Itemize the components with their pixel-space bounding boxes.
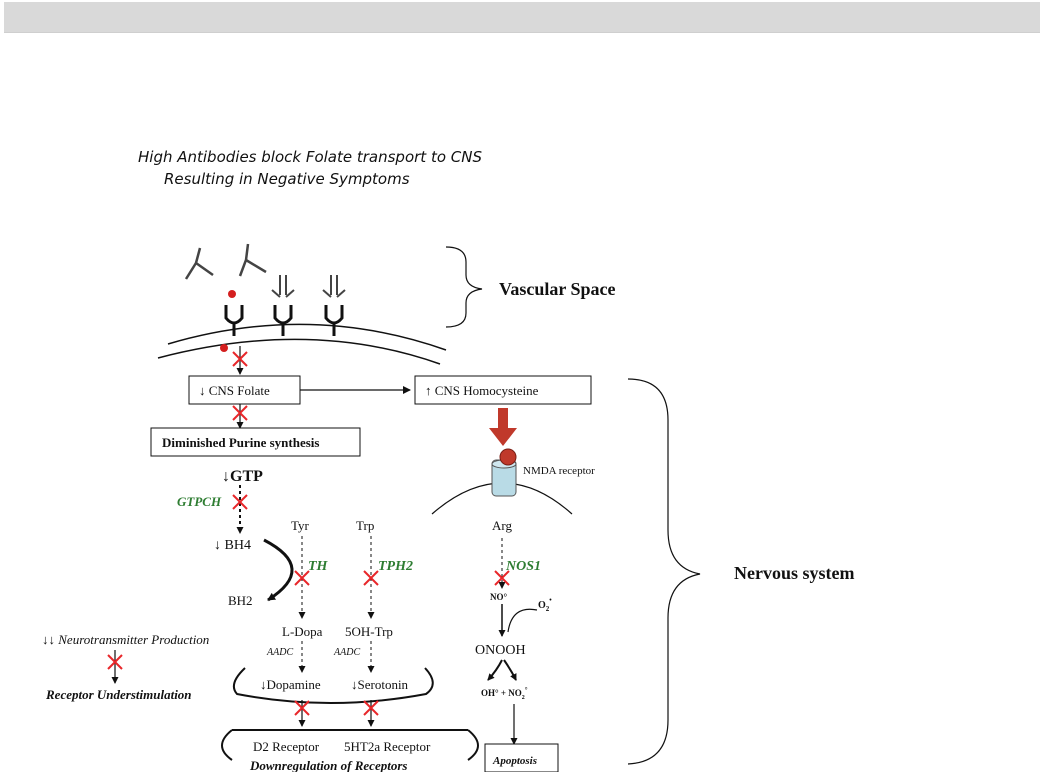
bh4-label: ↓ BH4	[214, 538, 251, 553]
ldopa-label: L-Dopa	[282, 624, 323, 639]
5oh-trp-label: 5OH-Trp	[345, 624, 393, 639]
gtpch-label: GTPCH	[177, 494, 222, 509]
aadc-label-1: AADC	[266, 647, 293, 658]
free-antibody-icon	[184, 247, 214, 280]
block-x-icon	[107, 654, 123, 670]
page-title-line1: High Antibodies block Folate transport t…	[138, 148, 482, 166]
nos1-enzyme-label: NOS1	[505, 559, 541, 574]
neurotransmitter-label: ↓↓ Neurotransmitter Production	[42, 632, 209, 647]
onooh-split-arrow	[487, 659, 503, 681]
superoxide-label: O2•	[538, 596, 552, 613]
postsynaptic-terminal	[221, 729, 479, 761]
gtp-label: ↓GTP	[222, 468, 263, 485]
block-x-icon	[294, 700, 310, 716]
onooh-split-arrow	[503, 659, 517, 681]
th-enzyme-label: TH	[308, 559, 329, 574]
title-bar	[4, 2, 1040, 33]
d2-receptor-label: D2 Receptor	[253, 739, 320, 754]
serotonin-label: ↓Serotonin	[351, 677, 409, 692]
bh2-label: BH2	[228, 593, 253, 608]
vascular-brace	[445, 246, 483, 328]
block-x-icon	[232, 405, 248, 421]
bh4-bh2-curve	[263, 538, 294, 602]
trp-label: Trp	[356, 518, 374, 533]
oh-no2-label: OH° + NO2°	[481, 686, 528, 701]
page-title-line2: Resulting in Negative Symptoms	[164, 170, 410, 188]
block-x-icon	[232, 351, 248, 367]
nervous-system-brace	[627, 378, 701, 765]
understimulation-label: Receptor Understimulation	[45, 687, 192, 702]
apoptosis-box	[484, 743, 559, 772]
apoptosis-label: Apoptosis	[492, 755, 537, 767]
cns-folate-box	[188, 375, 301, 405]
cns-homocysteine-label: ↑ CNS Homocysteine	[425, 383, 539, 398]
5ht2a-receptor-label: 5HT2a Receptor	[344, 739, 431, 754]
arg-label: Arg	[492, 518, 512, 533]
block-x-icon	[494, 570, 510, 586]
free-antibody-icon	[238, 243, 267, 277]
blood-brain-barrier-membrane	[157, 323, 447, 365]
cns-folate-label: ↓ CNS Folate	[199, 383, 270, 398]
nmda-label: NMDA receptor	[523, 465, 595, 477]
tyr-label: Tyr	[291, 518, 310, 533]
thick-arrow	[489, 408, 517, 446]
folate-dot	[220, 344, 228, 352]
onooh-label: ONOOH	[475, 643, 526, 658]
blocked-receptor-icon	[271, 275, 295, 336]
purine-label: Diminished Purine synthesis	[162, 435, 319, 450]
block-x-icon	[232, 494, 248, 510]
block-x-icon	[363, 700, 379, 716]
presynaptic-terminal	[232, 667, 434, 704]
aadc-label-2: AADC	[333, 647, 360, 658]
tph2-enzyme-label: TPH2	[378, 559, 413, 574]
cns-homocysteine-box	[414, 375, 592, 405]
purine-box	[150, 427, 361, 457]
dopamine-label: ↓Dopamine	[260, 677, 321, 692]
vascular-space-label: Vascular Space	[499, 279, 616, 299]
block-x-icon	[363, 570, 379, 586]
superoxide-curve	[507, 608, 538, 633]
no-radical-label: NO°	[490, 592, 508, 602]
nervous-system-label: Nervous system	[734, 563, 854, 583]
downregulation-label: Downregulation of Receptors	[249, 758, 407, 772]
block-x-icon	[294, 570, 310, 586]
nmda-receptor-icon	[491, 448, 517, 497]
